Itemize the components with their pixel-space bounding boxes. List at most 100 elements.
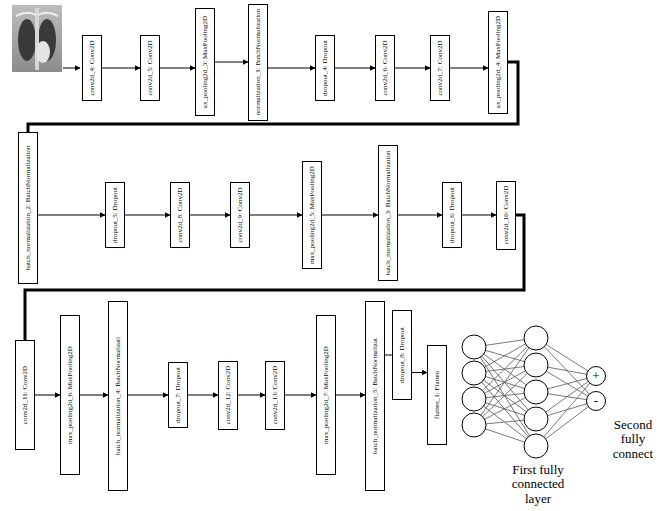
- layer-box: max_pooling2d_5: MaxPooling2D: [302, 161, 322, 269]
- connector: [188, 395, 218, 396]
- neuron: [462, 387, 486, 411]
- layer-box: conv2d_8: Conv2D: [170, 182, 190, 248]
- layer-box: normalization_1: BatchNormalization: [248, 4, 268, 121]
- layer-box: batch_normalization_3: BatchNormalizatio…: [378, 145, 398, 281]
- connector: [102, 68, 140, 69]
- xray-lung: [18, 19, 36, 61]
- layer-name: max_pooling2d_7: MaxPooling2D: [322, 346, 330, 444]
- neuron: [462, 335, 486, 359]
- connector: [322, 215, 378, 216]
- input-arrow: [63, 68, 80, 69]
- layer-box: conv2d_9: Conv2D: [230, 182, 250, 248]
- layer-name: batch_normalization_5: BatchNormalizat: [371, 338, 379, 454]
- neuron: [524, 380, 548, 404]
- connector: [285, 395, 316, 396]
- connector: [462, 215, 496, 216]
- neuron: [462, 413, 486, 437]
- layer-box: ax_pooling2d_4: MaxPooling2D: [488, 11, 508, 114]
- layer-box: max_pooling2d_7: MaxPooling2D: [316, 315, 336, 475]
- layer-box: batch_normalization_5: BatchNormalizat: [365, 301, 385, 491]
- connector: [35, 395, 60, 396]
- connector: [215, 62, 248, 63]
- layer-name: dropout_5: Dropout: [111, 187, 119, 243]
- layer-name: conv2d_13: Conv2D: [271, 366, 279, 425]
- layer-box: batch_normalization_4: BatchNormalizati: [108, 301, 128, 491]
- neuron: [524, 326, 548, 350]
- layer-name: max_pooling2d_6: MaxPooling2D: [66, 346, 74, 444]
- connector: [395, 68, 430, 69]
- layer-box: flatten_1: Flatten: [427, 345, 447, 445]
- connector: [412, 372, 427, 373]
- connector: [250, 215, 302, 216]
- layer-name: conv2d_11: Conv2D: [21, 366, 29, 424]
- layer-box: conv2d_13: Conv2D: [265, 361, 285, 430]
- layer-name: dropout_6: Dropout: [448, 187, 456, 243]
- layer-box: dropout_4: Dropout: [315, 35, 335, 101]
- layer-box: conv2d_6: Conv2D: [375, 35, 395, 101]
- xray-spine: [35, 8, 39, 70]
- layer-name: dropout_7: Dropout: [174, 367, 182, 423]
- fc-links: [474, 338, 596, 446]
- xray-clavicle: [16, 13, 58, 16]
- layer-box: conv2d_7: Conv2D: [430, 35, 450, 101]
- layer-caption: First fully connected layer: [502, 463, 574, 506]
- layer-name: dropout_8: Dropout: [398, 327, 406, 383]
- neuron: [524, 434, 548, 458]
- layer-name: ax_pooling2d_4: MaxPooling2D: [494, 16, 502, 108]
- neuron: [524, 407, 548, 431]
- neuron: [524, 353, 548, 377]
- layer-box: batch_normalization_2: BatchNormalizatio…: [18, 132, 38, 284]
- connector: [450, 68, 488, 69]
- connector: [336, 395, 365, 396]
- connector: [385, 355, 392, 356]
- layer-name: conv2d_8: Conv2D: [176, 187, 184, 242]
- output-neuron: -: [586, 391, 606, 411]
- connector: [128, 395, 168, 396]
- layer-box: dropout_8: Dropout: [392, 310, 412, 400]
- layer-name: ax_pooling2d_3: MaxPooling2D: [201, 16, 209, 108]
- neuron: [462, 361, 486, 385]
- layer-name: conv2d_4: Conv2D: [88, 40, 96, 95]
- layer-name: batch_normalization_3: BatchNormalizatio…: [384, 151, 392, 276]
- layer-name: flatten_1: Flatten: [433, 371, 441, 419]
- layer-box: max_pooling2d_6: MaxPooling2D: [60, 315, 80, 475]
- connector: [268, 68, 315, 69]
- connector: [38, 215, 105, 216]
- xray-image: [12, 5, 62, 72]
- layer-name: batch_normalization_2: BatchNormalizatio…: [24, 146, 32, 271]
- layer-name: +: [587, 367, 605, 385]
- layer-box: conv2d_5: Conv2D: [140, 35, 160, 101]
- layer-box: dropout_6: Dropout: [442, 182, 462, 248]
- layer-box: ax_pooling2d_3: MaxPooling2D: [195, 8, 215, 116]
- layer-name: conv2d_10: Conv2D: [502, 186, 510, 245]
- connector: [190, 215, 230, 216]
- layer-box: conv2d_11: Conv2D: [15, 340, 35, 450]
- layer-name: dropout_4: Dropout: [321, 40, 329, 96]
- connector: [125, 215, 170, 216]
- layer-name: normalization_1: BatchNormalization: [254, 9, 262, 115]
- xray-heart: [36, 41, 50, 63]
- layer-name: max_pooling2d_5: MaxPooling2D: [308, 166, 316, 264]
- connector: [80, 395, 108, 396]
- connector: [335, 68, 375, 69]
- layer-name: conv2d_6: Conv2D: [381, 40, 389, 95]
- layer-caption: Second fully connect: [606, 418, 660, 461]
- xray-ground: [12, 5, 62, 72]
- layer-box: conv2d_10: Conv2D: [496, 181, 516, 250]
- layer-name: conv2d_12: Conv2D: [224, 366, 232, 425]
- layer-name: conv2d_9: Conv2D: [236, 187, 244, 242]
- connector: [238, 395, 265, 396]
- layer-name: batch_normalization_4: BatchNormalizati: [114, 337, 122, 455]
- fc-neurons: [462, 326, 548, 458]
- layer-name: conv2d_7: Conv2D: [436, 40, 444, 95]
- connector: [398, 215, 442, 216]
- connector: [160, 68, 195, 69]
- output-neuron: +: [586, 366, 606, 386]
- layer-name: -: [587, 392, 605, 410]
- layer-name: conv2d_5: Conv2D: [146, 40, 154, 95]
- layer-box: dropout_5: Dropout: [105, 182, 125, 248]
- layer-box: conv2d_4: Conv2D: [82, 35, 102, 101]
- layer-box: dropout_7: Dropout: [168, 362, 188, 428]
